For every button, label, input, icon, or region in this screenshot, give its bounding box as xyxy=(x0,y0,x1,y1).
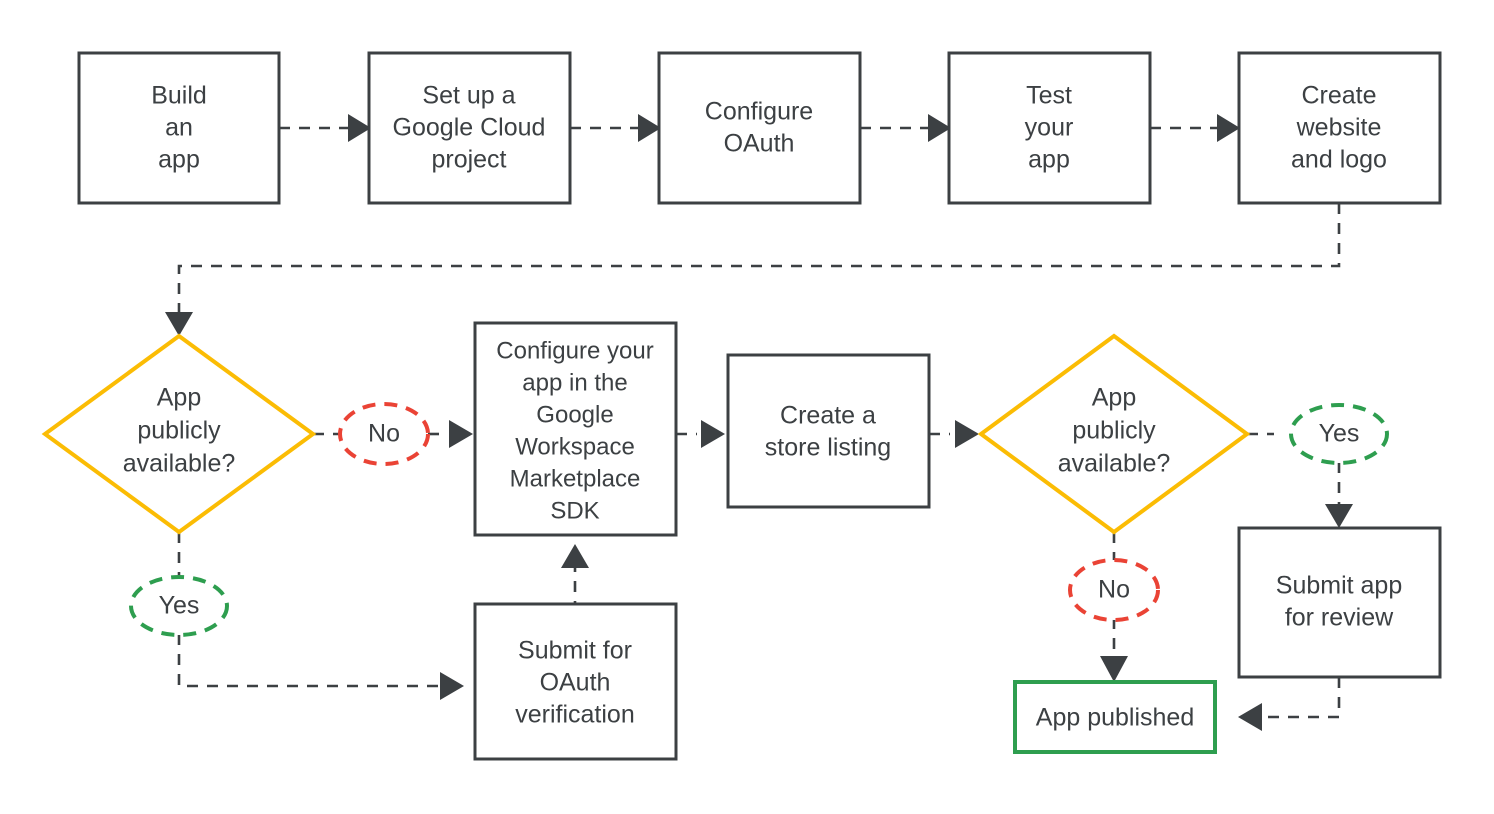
node-submit-app-for-review-line-1: for review xyxy=(1285,604,1394,632)
node-set-up-a-google-cloud-project-line-0: Set up a xyxy=(422,82,515,110)
node-configure-sdk-line-4: Marketplace xyxy=(510,465,641,492)
edge-label-decision-2-yes-text: Yes xyxy=(1319,420,1360,448)
node-app-publicly-available-1-line-2: available? xyxy=(123,450,236,478)
node-test-your-app[interactable]: Test your app xyxy=(947,51,1152,205)
node-submit-for-oauth-verification-line-0: Submit for xyxy=(518,637,632,665)
node-submit-for-oauth-verification-shape xyxy=(473,602,678,761)
node-configure-sdk-line-5: SDK xyxy=(550,497,599,524)
node-test-your-app-line-2: app xyxy=(1028,146,1070,174)
arrowhead-listing-to-decision2 xyxy=(955,420,979,448)
edge-label-decision-1-no-text: No xyxy=(368,420,400,448)
arrowhead-website-to-decision1 xyxy=(165,312,193,336)
node-app-published-line-0: App published xyxy=(1036,704,1194,732)
arrowhead-build-to-cloud xyxy=(348,114,371,142)
arrowhead-oauth-verification-to-configure xyxy=(561,544,589,568)
node-test-your-app-line-0: Test xyxy=(1026,82,1072,110)
node-create-website-and-logo-line-1: website xyxy=(1296,114,1382,142)
node-configure-sdk-line-2: Google xyxy=(536,401,613,428)
node-create-website-and-logo[interactable]: Create website and logo xyxy=(1237,51,1442,205)
node-create-website-and-logo-line-0: Create xyxy=(1301,82,1376,110)
node-app-publicly-available-1-line-1: publicly xyxy=(137,417,221,445)
node-app-publicly-available-1[interactable]: App publicly available? xyxy=(41,333,317,535)
connector-yes-to-oauth-verification xyxy=(177,634,440,688)
node-submit-for-oauth-verification-line-2: verification xyxy=(515,701,635,729)
node-app-published[interactable]: App published xyxy=(1013,680,1217,754)
node-configure-oauth-shape xyxy=(657,51,862,205)
connector-website-to-decision1 xyxy=(177,203,1341,312)
node-create-a-store-listing-shape xyxy=(726,353,931,509)
node-configure-sdk-line-3: Workspace xyxy=(515,433,635,460)
edge-label-decision-1-no: No xyxy=(338,402,430,466)
arrowhead-review-to-published xyxy=(1238,703,1262,731)
node-build-an-app-line-0: Build xyxy=(151,82,207,110)
arrowhead-oauth-to-test xyxy=(928,114,951,142)
node-build-an-app-line-2: app xyxy=(158,146,200,174)
node-test-your-app-shape xyxy=(947,51,1152,205)
node-submit-for-oauth-verification-line-1: OAuth xyxy=(540,669,611,697)
node-submit-for-oauth-verification[interactable]: Submit for OAuth verification xyxy=(473,602,678,761)
node-build-an-app-line-1: an xyxy=(165,114,193,142)
node-configure-your-app-in-the-google-workspace-marketplace-sdk[interactable]: Configure your app in the Google Workspa… xyxy=(473,321,678,537)
node-create-a-store-listing-line-0: Create a xyxy=(780,402,876,430)
node-test-your-app-line-1: your xyxy=(1025,114,1074,142)
node-create-website-and-logo-shape xyxy=(1237,51,1442,205)
node-configure-sdk-shape xyxy=(473,321,678,537)
arrowhead-yes-to-oauth-verification xyxy=(440,672,464,700)
node-set-up-a-google-cloud-project-line-2: project xyxy=(431,146,506,174)
arrowhead-no-to-configure xyxy=(449,420,473,448)
node-set-up-a-google-cloud-project-line-1: Google Cloud xyxy=(393,114,546,142)
edge-label-decision-1-yes-text: Yes xyxy=(159,592,200,620)
node-app-published-shape xyxy=(1013,680,1217,754)
connector-review-to-published xyxy=(1262,677,1341,719)
node-create-a-store-listing[interactable]: Create a store listing xyxy=(726,353,931,509)
node-submit-app-for-review-line-0: Submit app xyxy=(1276,572,1402,600)
node-set-up-a-google-cloud-project-shape xyxy=(367,51,572,205)
edge-label-decision-2-no-ellipse xyxy=(1068,558,1160,622)
node-create-a-store-listing-line-1: store listing xyxy=(765,434,891,462)
node-configure-oauth-line-1: OAuth xyxy=(724,130,795,158)
node-submit-app-for-review[interactable]: Submit app for review xyxy=(1237,526,1442,679)
edge-label-decision-2-no: No xyxy=(1068,558,1160,622)
node-build-an-app-shape xyxy=(77,51,281,205)
node-app-publicly-available-1-shape xyxy=(41,333,317,535)
node-app-publicly-available-2[interactable]: App publicly available? xyxy=(977,333,1251,535)
node-set-up-a-google-cloud-project[interactable]: Set up a Google Cloud project xyxy=(367,51,572,205)
node-app-publicly-available-2-line-0: App xyxy=(1092,384,1136,412)
node-configure-sdk-line-0: Configure your xyxy=(496,337,653,364)
node-configure-oauth[interactable]: Configure OAuth xyxy=(657,51,862,205)
node-configure-sdk-line-1: app in the xyxy=(522,369,627,396)
node-app-publicly-available-2-line-1: publicly xyxy=(1072,417,1156,445)
edge-label-decision-1-no-ellipse xyxy=(338,402,430,466)
arrowhead-test-to-website xyxy=(1217,114,1240,142)
node-app-publicly-available-2-line-2: available? xyxy=(1058,450,1171,478)
arrowhead-cloud-to-oauth xyxy=(638,114,661,142)
node-configure-oauth-line-0: Configure xyxy=(705,98,813,126)
arrowhead-configure-to-listing xyxy=(701,420,725,448)
node-app-publicly-available-1-line-0: App xyxy=(157,384,201,412)
edge-label-decision-2-no-text: No xyxy=(1098,576,1130,604)
arrowhead-no-to-published xyxy=(1100,656,1128,682)
node-create-website-and-logo-line-2: and logo xyxy=(1291,146,1387,174)
node-submit-app-for-review-shape xyxy=(1237,526,1442,679)
edge-label-decision-1-yes-ellipse xyxy=(129,575,229,637)
edge-label-decision-1-yes: Yes xyxy=(129,575,229,637)
node-build-an-app[interactable]: Build an app xyxy=(77,51,281,205)
arrowhead-yes-to-review xyxy=(1325,504,1353,528)
edge-label-decision-2-yes-ellipse xyxy=(1289,403,1389,465)
edge-label-decision-2-yes: Yes xyxy=(1289,403,1389,465)
node-app-publicly-available-2-shape xyxy=(977,333,1251,535)
